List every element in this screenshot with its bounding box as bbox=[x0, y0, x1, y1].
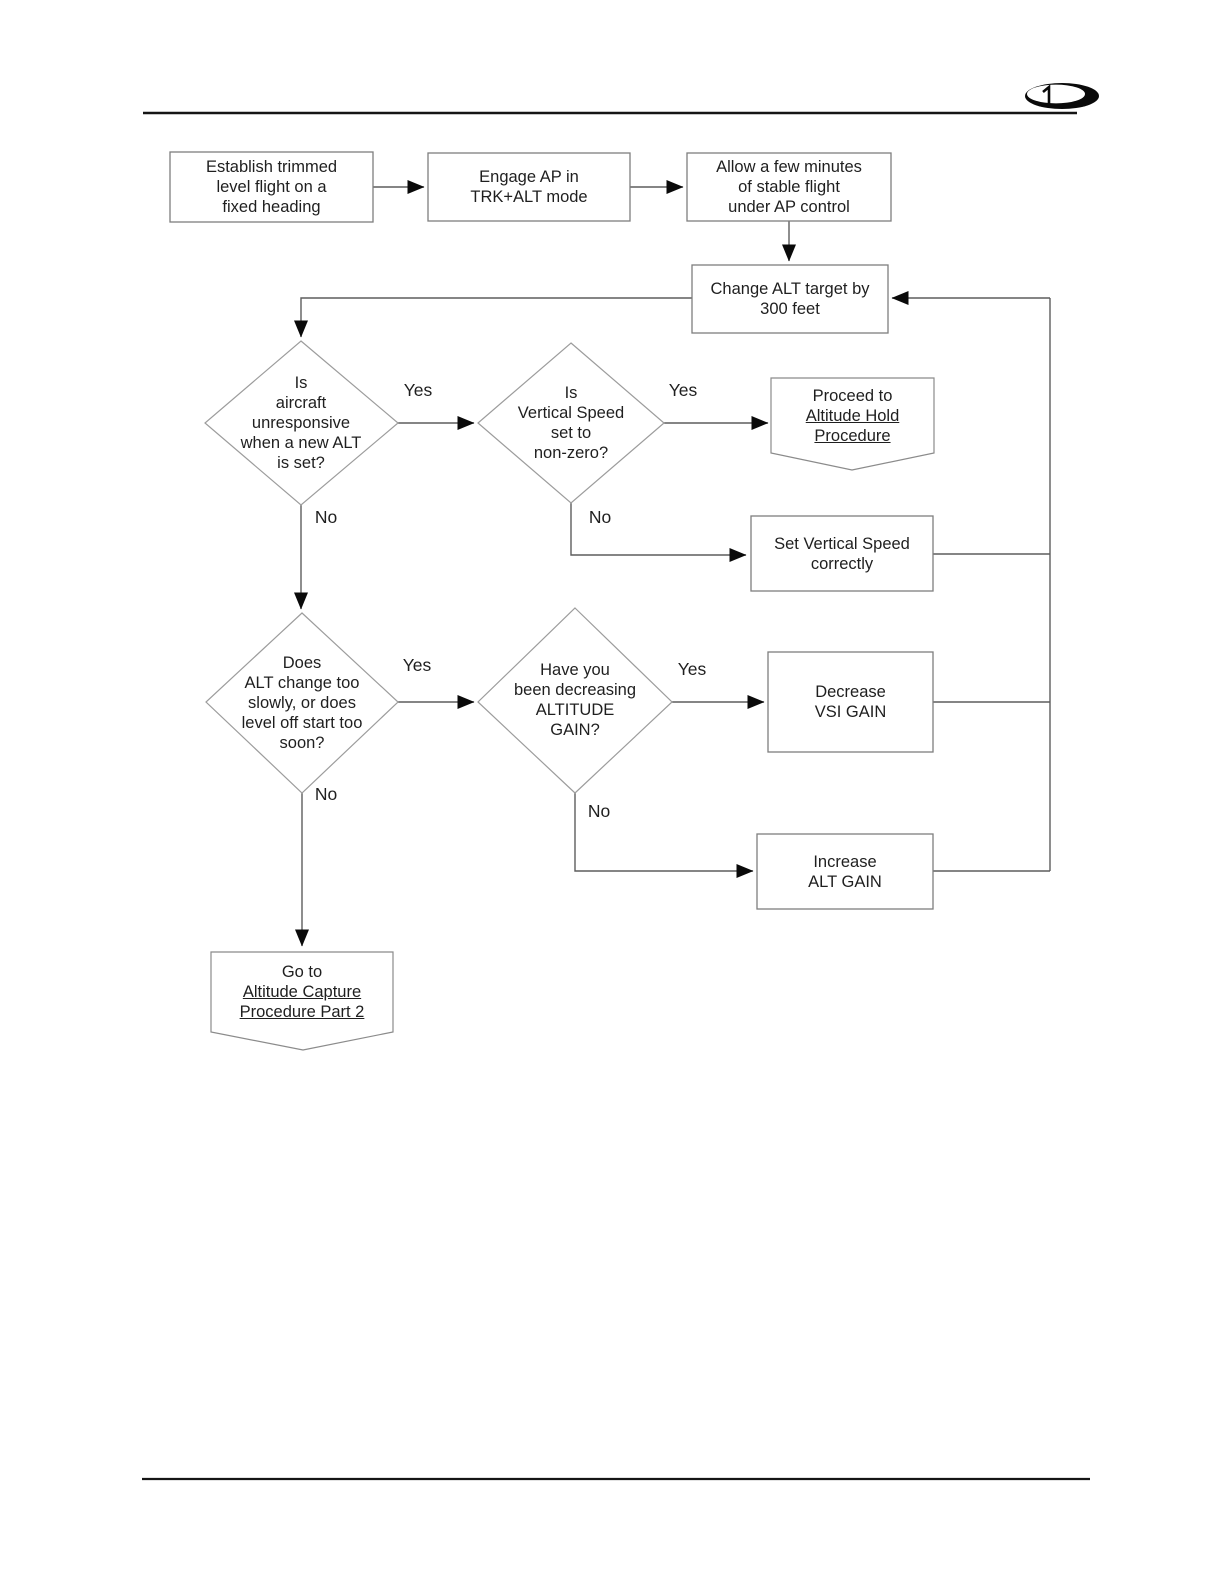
node-d1-line: Is bbox=[294, 374, 308, 392]
node-increase-alt-line: ALT GAIN bbox=[808, 872, 882, 891]
node-increase-alt-label: Increase ALT GAIN bbox=[757, 834, 933, 909]
edge-label-d4-yes: Yes bbox=[677, 659, 707, 679]
altitude-hold-procedure-link[interactable]: Procedure bbox=[814, 426, 891, 445]
box-start bbox=[169, 151, 374, 223]
node-change-alt-label: Change ALT target by 300 feet bbox=[692, 265, 888, 333]
diamond-vs-nonzero bbox=[477, 342, 665, 504]
node-d3-line: soon? bbox=[279, 734, 325, 752]
node-decrease-vsi-line: Decrease bbox=[815, 683, 886, 701]
offpage-goto-part2 bbox=[210, 951, 394, 1051]
edge-changealt-d1 bbox=[294, 297, 692, 338]
box-stable bbox=[686, 152, 892, 222]
node-d2-line: set to bbox=[550, 424, 592, 442]
altitude-capture-part2-link[interactable]: Procedure Part 2 bbox=[239, 1003, 365, 1021]
altitude-hold-procedure-link[interactable]: Altitude Hold bbox=[805, 406, 900, 425]
node-d2-line: Is bbox=[564, 384, 578, 402]
connector-lines bbox=[294, 180, 1051, 947]
node-d3-line: level off start too bbox=[241, 714, 363, 732]
box-set-vs bbox=[750, 515, 934, 592]
node-change-alt-line: 300 feet bbox=[760, 300, 820, 318]
box-change-alt bbox=[691, 264, 889, 334]
node-d3-line: Does bbox=[282, 654, 322, 672]
edge-d2-no-setvs bbox=[570, 503, 747, 562]
node-stable-label: Allow a few minutes of stable flight und… bbox=[687, 153, 891, 221]
node-d1-line: is set? bbox=[277, 454, 325, 472]
node-proceed-label: Proceed to Altitude Hold Procedure bbox=[771, 378, 934, 453]
node-d1-line: when a new ALT bbox=[240, 434, 362, 452]
node-start-line: fixed heading bbox=[222, 198, 321, 216]
node-d4-line: been decreasing bbox=[513, 681, 636, 699]
box-decrease-vsi bbox=[767, 651, 934, 753]
node-engage-line: TRK+ALT mode bbox=[470, 188, 588, 206]
edge-label-d2-no: No bbox=[588, 507, 612, 527]
node-d1-label: Is aircraft unresponsive when a new ALT … bbox=[201, 373, 401, 473]
offpage-proceed-alt-hold bbox=[770, 377, 935, 471]
box-increase-alt bbox=[756, 833, 934, 910]
edge-label-d3-no: No bbox=[314, 784, 338, 804]
node-stable-line: Allow a few minutes bbox=[716, 158, 862, 176]
node-d3-label: Does ALT change too slowly, or does leve… bbox=[202, 653, 402, 753]
node-d1-line: aircraft bbox=[275, 394, 327, 412]
diamond-alt-change bbox=[205, 612, 399, 794]
node-d4-line: ALTITUDE bbox=[535, 701, 615, 719]
node-d4-label: Have you been decreasing ALTITUDE GAIN? bbox=[475, 650, 675, 750]
node-goto-line: Go to bbox=[281, 963, 323, 981]
node-d2-label: Is Vertical Speed set to non-zero? bbox=[471, 373, 671, 473]
node-start-label: Establish trimmed level flight on a fixe… bbox=[170, 152, 373, 222]
altitude-capture-part2-link[interactable]: Altitude Capture bbox=[242, 983, 362, 1001]
node-stable-line: under AP control bbox=[728, 198, 850, 216]
node-engage-line: Engage AP in bbox=[479, 168, 579, 186]
node-set-vs-line: correctly bbox=[810, 554, 874, 573]
node-start-line: Establish trimmed bbox=[205, 158, 338, 176]
node-d4-line: GAIN? bbox=[550, 721, 600, 739]
node-d3-line: slowly, or does bbox=[248, 694, 356, 712]
box-engage bbox=[427, 152, 631, 222]
edge-label-d2-yes: Yes bbox=[668, 380, 698, 400]
diamond-unresponsive bbox=[204, 340, 399, 506]
edge-d4-no-increase bbox=[574, 793, 754, 878]
node-d3-line: ALT change too bbox=[244, 674, 360, 692]
node-goto-part2-label: Go to Altitude Capture Procedure Part 2 bbox=[211, 952, 393, 1032]
node-start-line: level flight on a bbox=[216, 178, 327, 196]
edge-label-d1-yes: Yes bbox=[403, 380, 433, 400]
node-decrease-vsi-label: Decrease VSI GAIN bbox=[768, 652, 933, 752]
edge-label-d1-no: No bbox=[314, 507, 338, 527]
brand-logo-icon bbox=[1025, 83, 1099, 109]
edge-label-d3-yes: Yes bbox=[402, 655, 432, 675]
node-engage-label: Engage AP in TRK+ALT mode bbox=[428, 153, 630, 221]
node-d2-line: non-zero? bbox=[533, 444, 609, 462]
node-change-alt-line: Change ALT target by bbox=[710, 280, 870, 298]
node-stable-line: of stable flight bbox=[738, 178, 840, 196]
node-d4-line: Have you bbox=[540, 661, 610, 679]
node-decrease-vsi-line: VSI GAIN bbox=[814, 703, 887, 721]
diamond-decreasing-gain bbox=[477, 607, 673, 794]
edge-label-d4-no: No bbox=[587, 801, 611, 821]
node-proceed-line: Proceed to bbox=[812, 386, 893, 405]
node-increase-alt-line: Increase bbox=[813, 852, 877, 871]
node-set-vs-line: Set Vertical Speed bbox=[774, 534, 910, 553]
node-d1-line: unresponsive bbox=[251, 414, 351, 432]
node-set-vs-label: Set Vertical Speed correctly bbox=[751, 516, 933, 591]
node-d2-line: Vertical Speed bbox=[517, 404, 625, 422]
